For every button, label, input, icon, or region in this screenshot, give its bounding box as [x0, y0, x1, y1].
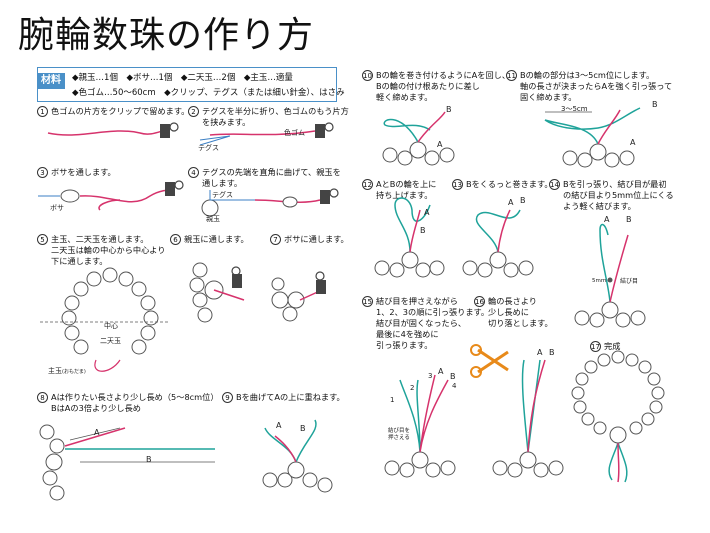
label-tegusu-4: テグス: [212, 190, 233, 200]
label-b-16: B: [549, 348, 555, 357]
label-a-9: A: [276, 421, 281, 430]
label-n2: 2: [410, 384, 414, 392]
label-a-11: A: [630, 138, 635, 147]
step2-clip-icon: [315, 123, 333, 138]
label-a-16: A: [537, 348, 542, 357]
step3-bosa: [61, 190, 79, 202]
step6-beads: [190, 263, 223, 322]
label-a-13: A: [508, 198, 513, 207]
step7-clip-icon: [316, 272, 326, 294]
step14-rubber: [600, 225, 610, 302]
label-a-14: A: [604, 215, 609, 224]
step16-rubber: [523, 360, 540, 452]
step3-rubber: [80, 190, 172, 210]
step1-rubber: [48, 130, 166, 135]
label-a-15: A: [438, 367, 443, 376]
label-tegusu-2: テグス: [198, 143, 219, 153]
label-b-13: B: [520, 196, 526, 205]
step12-rubber: [395, 198, 430, 252]
step9-beads: [263, 462, 332, 492]
step8-beads: [40, 425, 64, 500]
label-b-8: B: [146, 455, 152, 464]
label-b-15: B: [450, 372, 456, 381]
label-color-rubber: 色ゴム: [284, 128, 305, 138]
label-n3: 3: [428, 372, 432, 380]
label-a-12: A: [424, 208, 429, 217]
label-a-10: A: [437, 140, 442, 149]
step6-clip-icon: [232, 267, 242, 288]
label-b-10: B: [446, 105, 452, 114]
step3-clip-icon: [165, 181, 183, 196]
step7-beads: [272, 278, 304, 321]
label-n1: 1: [390, 396, 394, 404]
step10-rubber: [384, 119, 430, 142]
label-b-12: B: [420, 226, 426, 235]
label-5mm: 5mm: [592, 278, 606, 284]
label-knot: 結び目: [620, 276, 638, 285]
label-3to5cm: 3〜5cm: [561, 104, 588, 114]
step11-rubber: [545, 108, 640, 144]
scissors-icon: [471, 345, 508, 377]
label-bosa: ボサ: [50, 203, 64, 213]
label-oyadama: 親玉: [206, 214, 220, 224]
step1-clip-icon: [160, 123, 178, 138]
label-b-9: B: [300, 424, 306, 433]
step5-rubber: [95, 360, 120, 371]
label-n4: 4: [452, 382, 456, 390]
label-shudama: 主玉(おもだま): [48, 366, 86, 376]
label-nitendama: 二天玉: [100, 336, 121, 346]
step9-rubber: [265, 420, 316, 462]
label-a-8: A: [94, 428, 99, 437]
label-b-11: B: [652, 100, 658, 109]
label-center: 中心: [104, 321, 118, 331]
step4-clip-icon: [320, 189, 338, 204]
label-b-14: B: [626, 215, 632, 224]
label-press-knot: 結び目を押さえる: [388, 428, 410, 442]
step17-bracelet: [572, 351, 664, 443]
